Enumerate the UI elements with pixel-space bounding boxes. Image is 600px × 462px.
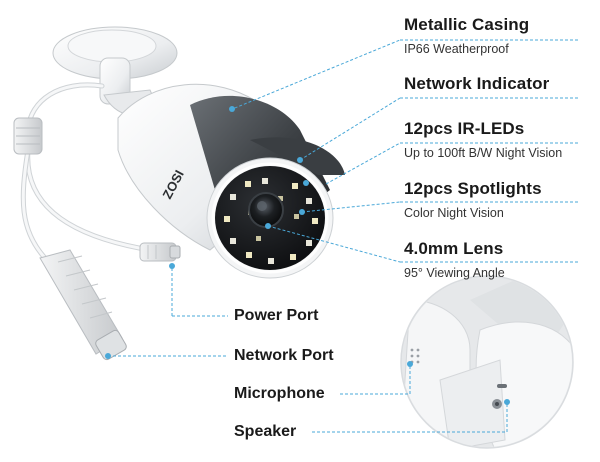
port-title-power: Power Port bbox=[234, 307, 319, 324]
port-title-speaker: Speaker bbox=[234, 423, 297, 440]
leader-dots bbox=[105, 106, 510, 405]
feature-title-metallic-casing: Metallic Casing bbox=[404, 15, 530, 34]
led-array bbox=[224, 178, 318, 264]
leader-lines bbox=[108, 39, 580, 433]
network-connector bbox=[39, 249, 127, 361]
feature-subtitle-lens: 95° Viewing Angle bbox=[404, 266, 505, 280]
feature-subtitle-ir-leds: Up to 100ft B/W Night Vision bbox=[404, 146, 563, 160]
feature-subtitle-spotlights: Color Night Vision bbox=[404, 206, 504, 220]
port-title-network: Network Port bbox=[234, 347, 334, 364]
detail-inset bbox=[400, 275, 574, 449]
lens bbox=[248, 192, 284, 228]
power-connector bbox=[139, 242, 181, 262]
feature-title-spotlights: 12pcs Spotlights bbox=[404, 179, 542, 198]
feature-title-ir-leds: 12pcs IR-LEDs bbox=[404, 119, 525, 138]
feature-title-network-indicator: Network Indicator bbox=[404, 74, 550, 93]
feature-title-lens: 4.0mm Lens bbox=[404, 239, 504, 258]
port-title-microphone: Microphone bbox=[234, 385, 325, 402]
feature-subtitle-metallic-casing: IP66 Weatherproof bbox=[404, 42, 509, 56]
